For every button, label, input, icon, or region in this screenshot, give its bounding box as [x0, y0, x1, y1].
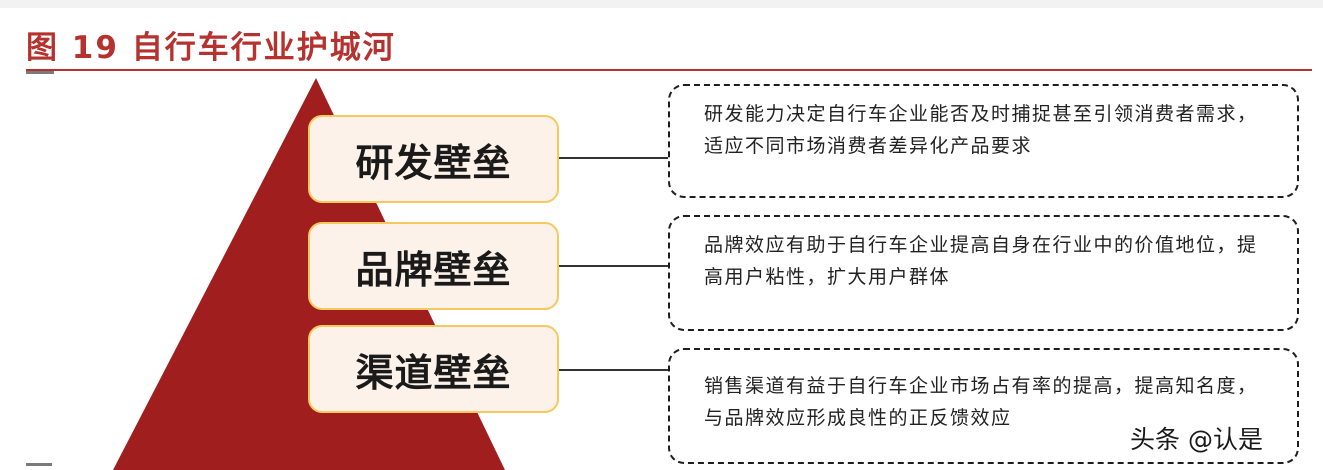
- description-box-rnd: 研发能力决定自行车企业能否及时捕捉甚至引领消费者需求，适应不同市场消费者差异化产…: [668, 84, 1299, 198]
- figure-title: 图 19 自行车行业护城河: [26, 30, 396, 66]
- tier-label: 渠道壁垒: [355, 350, 512, 395]
- tier-channel-barrier: 渠道壁垒: [308, 325, 559, 413]
- description-text: 研发能力决定自行车企业能否及时捕捉甚至引领消费者需求，适应不同市场消费者差异化产…: [704, 103, 1258, 157]
- tier-label: 品牌壁垒: [355, 247, 512, 292]
- tier-rnd-barrier: 研发壁垒: [308, 115, 559, 203]
- tier-label: 研发壁垒: [355, 140, 512, 185]
- watermark: 头条 @认是: [1130, 425, 1263, 454]
- title-rule: [26, 69, 1312, 71]
- description-text: 销售渠道有益于自行车企业市场占有率的提高，提高知名度，与品牌效应形成良性的正反馈…: [704, 375, 1258, 429]
- title-tick: [26, 71, 54, 74]
- top-strip: [0, 0, 1323, 8]
- description-box-channel: 销售渠道有益于自行车企业市场占有率的提高，提高知名度，与品牌效应形成良性的正反馈…: [668, 348, 1299, 464]
- tier-brand-barrier: 品牌壁垒: [308, 222, 559, 310]
- description-text: 品牌效应有助于自行车企业提高自身在行业中的价值地位，提高用户粘性，扩大用户群体: [704, 234, 1258, 288]
- bottom-tick: [26, 463, 52, 466]
- description-box-brand: 品牌效应有助于自行车企业提高自身在行业中的价值地位，提高用户粘性，扩大用户群体: [668, 215, 1299, 331]
